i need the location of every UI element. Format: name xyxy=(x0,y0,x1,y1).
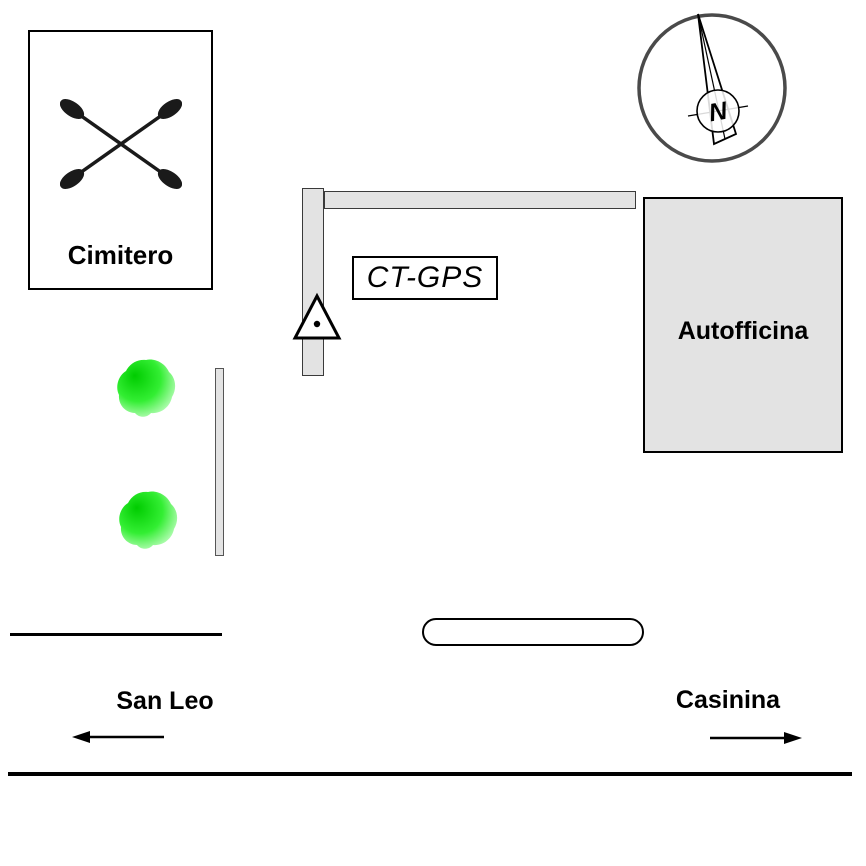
tree-icon xyxy=(119,491,178,549)
station-label-box: CT-GPS xyxy=(352,256,498,300)
compass-n-label: N xyxy=(707,96,731,127)
west-arrow-icon xyxy=(72,731,164,743)
garage-building: Autofficina xyxy=(643,197,843,453)
main-road-line xyxy=(8,772,852,776)
tree-icons xyxy=(117,359,178,549)
cemetery-box: Cimitero xyxy=(28,30,213,290)
cemetery-cross-icon xyxy=(60,99,182,189)
tree-icon xyxy=(117,359,176,417)
road-edge-line xyxy=(10,633,222,636)
garage-label: Autofficina xyxy=(677,317,809,345)
survey-marker-icon xyxy=(292,292,342,340)
access-road-vertical xyxy=(302,188,324,376)
station-label: CT-GPS xyxy=(366,261,484,294)
cemetery-label: Cimitero xyxy=(67,240,174,270)
layby-shape xyxy=(422,618,644,646)
east-arrow-icon xyxy=(710,732,802,744)
wall-bar xyxy=(215,368,224,556)
compass-icon: N xyxy=(637,13,787,163)
access-road-horizontal xyxy=(324,191,636,209)
west-destination-label: San Leo xyxy=(116,687,214,715)
east-destination-label: Casinina xyxy=(675,686,781,714)
